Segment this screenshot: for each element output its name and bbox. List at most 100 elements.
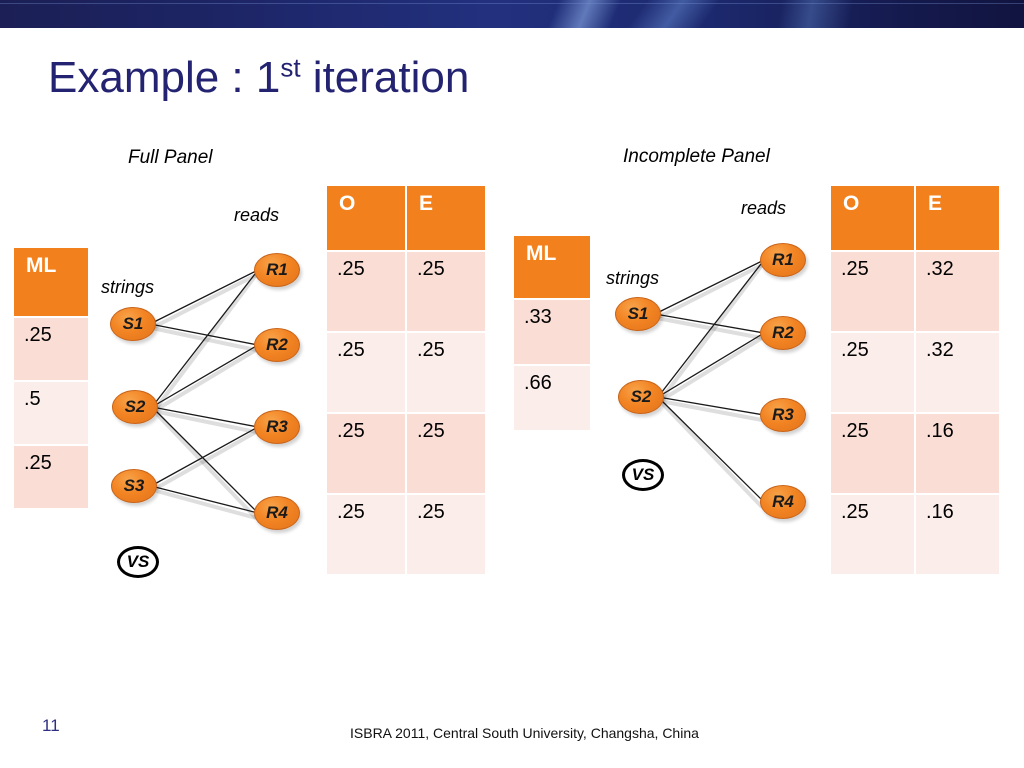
right-oe-cell-e: .32 [916,252,999,331]
graph-edge-right-S1-R2 [654,313,765,334]
left-read-node-r1[interactable]: R1 [254,253,300,287]
graph-edge-left-S2-R3 [151,406,259,428]
left-panel-caption: Full Panel [128,147,213,168]
right-strings-label: strings [606,268,660,288]
right-oe-cell-o: .25 [831,414,914,493]
graph-edge-left-S2-R2 [151,344,259,408]
left-oe-body: .25 .25 .25 .25 .25 .25 .25 .25 [327,252,485,574]
left-ml-value: .25 [14,318,88,380]
left-string-node-s1[interactable]: S1 [110,307,156,341]
title-superscript: st [280,52,301,83]
graph-edge-shadow [151,273,257,330]
right-ml-table: ML .33 .66 [512,234,592,432]
graph-edge-left-S2-R1 [151,269,259,408]
left-oe-cell-e: .25 [407,495,485,574]
top-banner [0,0,1024,28]
left-string-node-s3[interactable]: S3 [111,469,157,503]
right-oe-header-e: E [916,186,999,250]
table-row: .25 .25 [327,414,485,493]
left-ml-value: .25 [14,446,88,508]
table-row: .25 .32 [831,252,999,331]
graph-edge-shadow [658,399,764,509]
table-row: .25 .25 [327,333,485,412]
graph-edge-shadow [151,326,257,352]
page-title: Example : 1st iteration [48,53,469,103]
table-row: .25 .25 [327,495,485,574]
table-row: .25 [14,446,88,508]
right-oe-cell-e: .16 [916,495,999,574]
graph-edge-shadow [152,488,257,520]
graph-edge-left-S1-R2 [149,323,259,346]
graph-edge-left-S1-R1 [149,269,259,325]
graph-edge-shadow [658,263,764,403]
right-read-node-r4[interactable]: R4 [760,485,806,519]
left-read-node-r2[interactable]: R2 [254,328,300,362]
table-row: .66 [514,366,590,430]
left-oe-header-e: E [407,186,485,250]
right-ml-value: .66 [514,366,590,430]
right-ml-body: .33 .66 [514,300,590,430]
graph-edge-right-S2-R4 [657,396,765,503]
page-number: 11 [42,716,60,735]
table-row: .25 .16 [831,414,999,493]
left-read-node-r3[interactable]: R3 [254,410,300,444]
left-ml-value: .5 [14,382,88,444]
right-panel-caption: Incomplete Panel [623,146,770,167]
right-oe-cell-e: .32 [916,333,999,412]
left-oe-cell-o: .25 [327,495,405,574]
left-oe-cell-e: .25 [407,333,485,412]
graph-edge-shadow [152,273,258,413]
left-oe-cell-o: .25 [327,414,405,493]
graph-edge-shadow [656,316,763,340]
right-ml-header: ML [514,236,590,298]
graph-edge-shadow [152,348,258,413]
right-oe-body: .25 .32 .25 .32 .25 .16 .25 .16 [831,252,999,574]
right-oe-cell-o: .25 [831,252,914,331]
right-oe-cell-o: .25 [831,495,914,574]
graph-edge-right-S2-R2 [657,332,765,398]
table-row: .33 [514,300,590,364]
left-vs-badge: VS [117,546,159,578]
left-string-node-s2[interactable]: S2 [112,390,158,424]
graph-edge-shadow [152,409,258,520]
left-oe-cell-e: .25 [407,414,485,493]
table-row: .25 .16 [831,495,999,574]
right-string-node-s1[interactable]: S1 [615,297,661,331]
graph-edge-shadow [153,409,257,434]
right-oe-cell-o: .25 [831,333,914,412]
right-vs-badge: VS [622,459,664,491]
graph-edge-right-S2-R1 [657,259,765,398]
left-oe-table: O E .25 .25 .25 .25 .25 .25 .25 .25 [325,184,487,576]
graph-edge-shadow [656,263,763,320]
left-oe-cell-e: .25 [407,252,485,331]
right-oe-cell-e: .16 [916,414,999,493]
left-ml-table: ML .25 .5 .25 [12,246,90,510]
graph-edge-left-S3-R4 [150,485,259,514]
right-ml-value: .33 [514,300,590,364]
title-tail: iteration [300,53,470,102]
right-read-node-r1[interactable]: R1 [760,243,806,277]
graph-edge-right-S2-R3 [657,396,765,416]
left-ml-body: .25 .5 .25 [14,318,88,508]
table-row: .25 [14,318,88,380]
left-oe-cell-o: .25 [327,333,405,412]
right-read-node-r3[interactable]: R3 [760,398,806,432]
right-read-node-r2[interactable]: R2 [760,316,806,350]
footer-text: ISBRA 2011, Central South University, Ch… [350,725,699,741]
graph-edge-left-S3-R3 [150,426,259,487]
left-oe-header-o: O [327,186,405,250]
right-string-node-s2[interactable]: S2 [618,380,664,414]
graph-edge-shadow [659,399,763,422]
left-read-node-r4[interactable]: R4 [254,496,300,530]
banner-highlight-line [0,3,1024,4]
table-row: .5 [14,382,88,444]
left-oe-cell-o: .25 [327,252,405,331]
graph-edge-shadow [658,336,764,403]
graph-edge-right-S1-R1 [654,259,765,315]
title-main: Example : 1 [48,53,281,102]
left-strings-label: strings [101,277,155,297]
graph-edge-left-S2-R4 [151,406,259,514]
table-row: .25 .25 [327,252,485,331]
graph-edge-shadow [152,430,257,492]
right-reads-label: reads [741,198,787,218]
